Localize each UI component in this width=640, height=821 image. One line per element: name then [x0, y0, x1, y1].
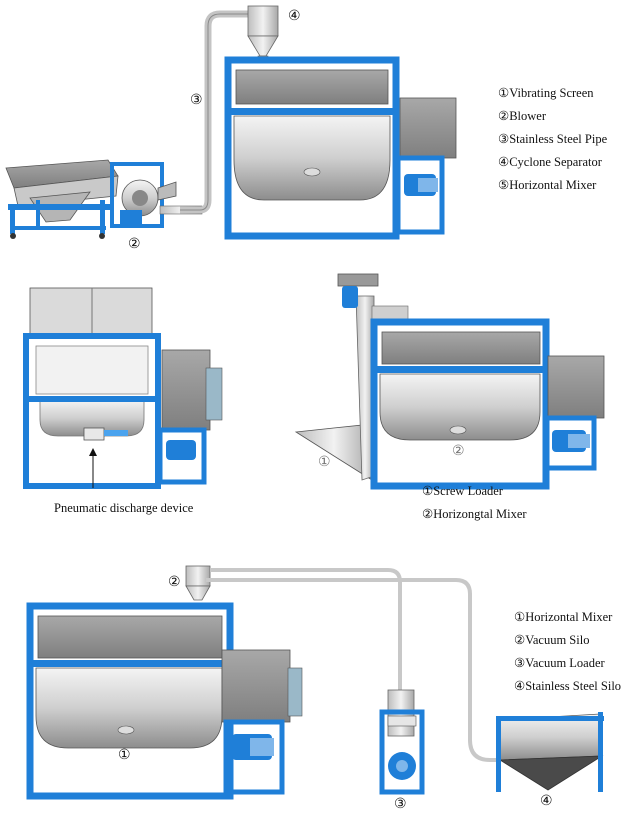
legend-item: ⑤Horizontal Mixer: [498, 178, 597, 192]
legend-item: ①Horizontal Mixer: [514, 610, 613, 624]
marker-cyclone: ④: [288, 9, 301, 24]
marker-mixer: ②: [452, 444, 465, 459]
marker-vacuum-silo: ②: [168, 575, 181, 590]
pneumatic-discharge-caption: Pneumatic discharge device: [54, 501, 194, 515]
marker-blower: ②: [128, 237, 141, 252]
conveying-pipe: [206, 568, 500, 762]
stainless-steel-silo: [496, 712, 604, 792]
legend-item: ④Cyclone Separator: [498, 155, 602, 169]
legend-item: ①Screw Loader: [422, 484, 503, 498]
vibrating-screen: [5, 159, 119, 239]
panel4-legend: ①Horizontal Mixer ②Vacuum Silo ③Vacuum L…: [514, 606, 621, 698]
blower: [110, 162, 203, 228]
legend-item: ③Vacuum Loader: [514, 656, 605, 670]
marker-pipe: ③: [190, 93, 203, 108]
panel4-vacuum-conveying-system: [26, 565, 604, 800]
vacuum-loader: [379, 689, 425, 795]
marker-steel-silo: ④: [540, 794, 553, 809]
legend-item: ①Vibrating Screen: [498, 86, 594, 100]
horizontal-mixer-1: [224, 56, 457, 240]
legend-item: ②Blower: [498, 109, 547, 123]
horizontal-mixer-2: [370, 318, 605, 490]
legend-item: ②Horizongtal Mixer: [422, 507, 527, 521]
legend-item: ④Stainless Steel Silo: [514, 679, 622, 693]
vacuum-silo: [185, 565, 211, 601]
panel1-legend: ①Vibrating Screen ②Blower ③Stainless Ste…: [498, 82, 607, 197]
panel2-mixer-with-discharge: [23, 287, 223, 489]
panel3-screw-loader-system: [294, 273, 605, 490]
legend-item: ③Stainless Steel Pipe: [498, 132, 608, 146]
legend-item: ②Vacuum Silo: [514, 633, 590, 647]
marker-horizontal-mixer: ①: [118, 748, 131, 763]
cyclone-separator: [247, 5, 279, 63]
marker-screw-loader: ①: [318, 455, 331, 470]
panel1-pneumatic-conveying-system: [5, 5, 457, 240]
screw-loader: [294, 273, 409, 481]
marker-vacuum-loader: ③: [394, 797, 407, 812]
panel3-legend: ①Screw Loader ②Horizongtal Mixer: [422, 480, 527, 526]
horizontal-mixer-3: [26, 602, 303, 800]
